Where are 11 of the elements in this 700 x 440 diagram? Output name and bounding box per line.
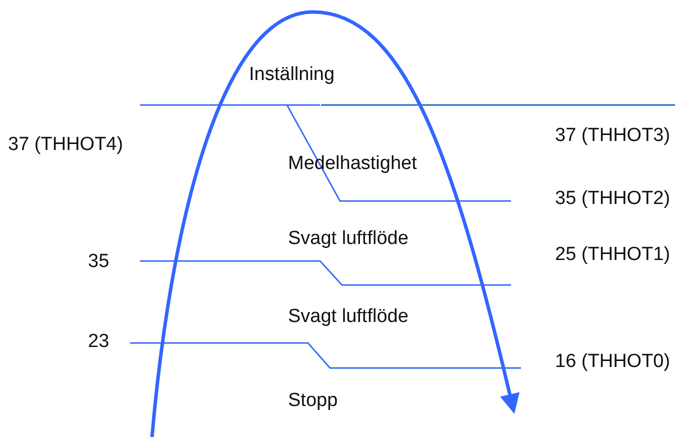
state-label: Inställning xyxy=(249,64,335,86)
threshold-value: 23 xyxy=(88,331,110,353)
threshold-value: 35 xyxy=(88,251,110,273)
state-label: Svagt luftflöde xyxy=(288,228,408,250)
threshold-value: 37 (THHOT3) xyxy=(555,125,670,147)
threshold-value: 16 (THHOT0) xyxy=(555,351,670,373)
threshold-value: 35 (THHOT2) xyxy=(555,188,670,210)
state-label: Stopp xyxy=(288,390,338,412)
threshold-value: 25 (THHOT1) xyxy=(555,244,670,266)
state-label: Svagt luftflöde xyxy=(288,306,408,328)
threshold-value: 37 (THHOT4) xyxy=(8,134,124,156)
